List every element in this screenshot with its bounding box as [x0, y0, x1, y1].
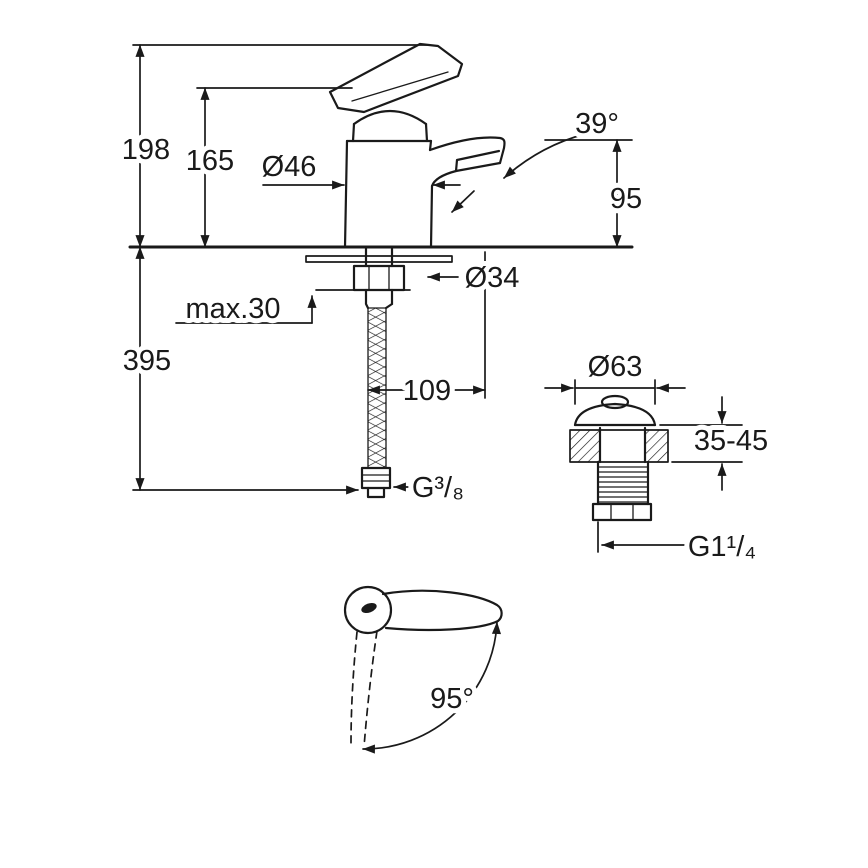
cartridge-dome — [351, 109, 429, 143]
label-body-diameter: Ø46 — [262, 151, 317, 183]
label-hose-thread: G³/₈ — [412, 472, 464, 504]
handle-dot — [361, 602, 377, 614]
swivel-arc — [362, 621, 501, 754]
deck-section-hatch — [569, 426, 669, 464]
label-shank-diameter: Ø34 — [465, 262, 520, 294]
dimension-lines — [132, 44, 743, 553]
label-overall-height: 198 — [122, 134, 170, 166]
label-waste-deck-range: 35-45 — [694, 425, 768, 457]
label-waste-cap-diameter: Ø63 — [588, 351, 643, 383]
handle-lever — [328, 42, 464, 114]
handle-top-view — [343, 585, 503, 748]
dimension-labels: 198 165 Ø46 39° 95 Ø34 max.30 395 109 Ø6… — [117, 103, 773, 720]
label-outlet-height: 95 — [610, 183, 642, 215]
supply-hose — [367, 307, 387, 469]
pop-up-waste-view — [569, 394, 669, 522]
label-spout-projection: 109 — [403, 375, 451, 407]
spout — [428, 136, 506, 188]
label-body-height: 165 — [186, 145, 234, 177]
faucet-body — [343, 139, 434, 249]
mounting-shank — [305, 245, 453, 310]
label-max-deck-thickness: max.30 — [185, 293, 280, 325]
waste-cap — [573, 394, 657, 427]
label-hose-length: 395 — [123, 345, 171, 377]
label-waste-thread: G1¹/₄ — [688, 531, 756, 563]
waste-thread-body — [591, 460, 653, 522]
hose-connector — [360, 466, 392, 499]
faucet-front-view — [328, 42, 506, 249]
label-handle-swivel-angle: 95° — [430, 683, 474, 715]
label-spout-angle: 39° — [575, 108, 619, 140]
